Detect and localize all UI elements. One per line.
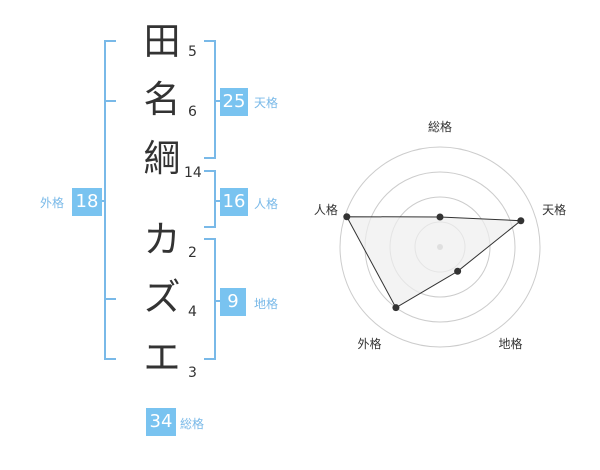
stroke-count-3: 14	[184, 165, 202, 181]
radar-point	[392, 304, 400, 312]
jinkaku-label: 人格	[254, 197, 279, 211]
jinkaku-value: 16	[220, 188, 248, 216]
name-char-2: 名	[143, 78, 181, 121]
radar-axis-label: 総格	[428, 119, 452, 134]
name-char-6: エ	[143, 336, 181, 379]
radar-point	[454, 267, 462, 275]
radar-ring	[339, 146, 541, 348]
name-char-3: 綱	[143, 137, 181, 180]
tenkaku-label: 天格	[254, 96, 279, 110]
chikaku-label: 地格	[254, 297, 279, 311]
gaikaku-label: 外格	[40, 196, 65, 210]
gaikaku-value: 18	[72, 188, 102, 216]
radar-point	[517, 217, 525, 225]
radar-polygon	[345, 216, 523, 309]
chikaku-value: 9	[220, 288, 246, 316]
stroke-count-6: 3	[188, 365, 197, 381]
stroke-count-2: 6	[188, 104, 197, 120]
radar-point	[436, 213, 444, 221]
radar-point	[343, 213, 351, 221]
radar-axis-label: 天格	[542, 202, 566, 217]
stroke-count-5: 4	[188, 304, 197, 320]
name-char-5: ズ	[143, 276, 181, 319]
radar-axis-label: 外格	[357, 336, 381, 351]
radar-axis-label: 地格	[499, 336, 523, 351]
radar-axis-label: 人格	[314, 202, 338, 217]
soukaku-label: 総格	[180, 417, 205, 431]
name-char-1: 田	[143, 20, 181, 63]
stroke-count-4: 2	[188, 245, 197, 261]
soukaku-value: 34	[146, 408, 176, 436]
name-char-4: カ	[143, 218, 181, 261]
tenkaku-value: 25	[220, 88, 248, 116]
stroke-count-1: 5	[188, 44, 197, 60]
